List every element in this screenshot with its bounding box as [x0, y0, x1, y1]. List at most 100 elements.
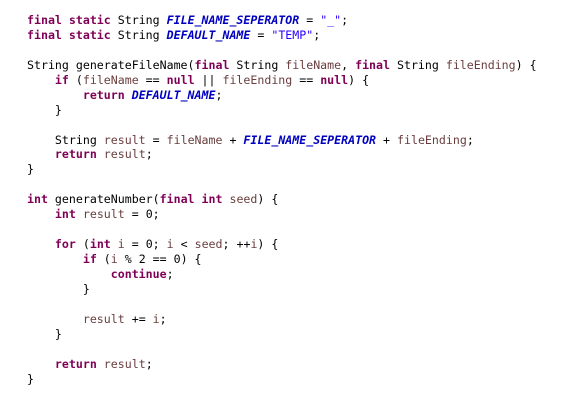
keyword-token: if	[54, 72, 69, 87]
keyword-token: final	[159, 192, 195, 207]
keyword-token: static	[68, 27, 111, 42]
code-line: }	[27, 327, 562, 342]
code-line: result += i;	[27, 312, 562, 327]
code-text	[27, 237, 55, 251]
code-line: final static String FILE_NAME_SEPERATOR …	[27, 13, 562, 28]
code-text	[27, 267, 111, 281]
keyword-token: int	[89, 237, 111, 252]
code-text: }	[27, 371, 34, 386]
code-text	[27, 88, 83, 102]
keyword-token: if	[82, 252, 97, 266]
code-text	[76, 207, 83, 221]
code-line: return DEFAULT_NAME;	[27, 88, 562, 103]
code-text: =	[145, 132, 167, 147]
variable-token: seed	[229, 192, 258, 207]
variable-token: seed	[194, 237, 223, 252]
code-text: ;	[159, 311, 167, 326]
string-literal-token: "TEMP"	[271, 27, 314, 42]
code-text: +	[222, 132, 244, 147]
keyword-token: final	[27, 13, 62, 27]
variable-token: fileName	[285, 57, 342, 72]
constant-token: FILE_NAME_SEPERATOR	[243, 132, 377, 147]
code-text	[27, 252, 83, 266]
code-line: return result;	[27, 147, 562, 162]
code-text: ;	[341, 13, 349, 27]
code-line: String result = fileName + FILE_NAME_SEP…	[27, 133, 562, 148]
code-text: (	[68, 72, 83, 87]
code-line	[27, 342, 562, 357]
keyword-token: static	[68, 13, 111, 27]
code-text: ) {	[257, 237, 279, 252]
code-text	[111, 237, 118, 251]
code-line: }	[27, 282, 562, 297]
code-text: ) {	[348, 72, 370, 87]
code-text: String	[110, 13, 167, 27]
variable-token: i	[110, 252, 118, 266]
code-line: String generateFileName(final String fil…	[27, 58, 562, 73]
variable-token: i	[117, 237, 125, 252]
keyword-token: int	[54, 207, 76, 222]
code-text: ,	[341, 57, 356, 72]
code-line: if (i % 2 == 0) {	[27, 252, 562, 267]
code-line	[27, 297, 562, 312]
constant-token: FILE_NAME_SEPERATOR	[166, 13, 300, 27]
code-text: ;	[313, 27, 321, 42]
variable-token: i	[166, 237, 174, 252]
code-text: }	[27, 281, 90, 296]
code-text: <	[173, 237, 195, 252]
string-literal-token: "_"	[320, 13, 342, 27]
variable-token: i	[152, 311, 160, 326]
code-line: }	[27, 372, 562, 387]
code-line: }	[27, 103, 562, 118]
code-line	[27, 43, 562, 58]
variable-token: result	[82, 311, 125, 326]
code-text: }	[27, 162, 34, 177]
code-text: }	[27, 326, 62, 341]
keyword-token: final	[194, 57, 230, 72]
keyword-token: null	[320, 72, 349, 87]
constant-token: DEFAULT_NAME	[131, 87, 216, 102]
code-line	[27, 222, 562, 237]
code-line: final static String DEFAULT_NAME = "TEMP…	[27, 28, 562, 43]
code-text: ;	[466, 132, 474, 147]
code-text: String	[390, 57, 446, 72]
code-text: ==	[292, 72, 321, 87]
code-text: =	[299, 13, 321, 27]
code-text	[27, 357, 55, 371]
variable-token: result	[103, 147, 146, 162]
keyword-token: return	[54, 147, 97, 162]
code-text: (	[75, 237, 90, 252]
code-line	[27, 118, 562, 133]
code-line: int result = 0;	[27, 207, 562, 222]
code-editor[interactable]: final static String FILE_NAME_SEPERATOR …	[27, 13, 562, 409]
variable-token: fileEnding	[445, 57, 516, 72]
code-text	[125, 88, 132, 102]
variable-token: fileName	[82, 72, 139, 87]
code-text	[27, 73, 55, 87]
code-text	[27, 147, 55, 161]
keyword-token: int	[27, 192, 48, 207]
keyword-token: return	[54, 356, 97, 371]
code-text: String	[229, 57, 286, 72]
code-text: ) {	[257, 192, 279, 207]
code-line: continue;	[27, 267, 562, 282]
variable-token: result	[103, 356, 146, 371]
code-text: =	[250, 27, 272, 42]
code-text	[195, 192, 202, 206]
code-text: = 0;	[124, 237, 167, 252]
code-text: ;	[145, 147, 153, 162]
code-text: ||	[194, 72, 223, 87]
code-text: (	[96, 252, 111, 266]
code-text: ;	[166, 266, 174, 281]
keyword-token: int	[201, 192, 223, 207]
code-text	[97, 357, 104, 371]
code-line: int generateNumber(final int seed) {	[27, 192, 562, 207]
code-text	[62, 28, 69, 42]
code-text: +=	[124, 311, 153, 326]
code-text: ==	[138, 72, 167, 87]
keyword-token: final	[355, 57, 390, 72]
code-text: ) {	[515, 57, 537, 72]
code-text: ;	[215, 87, 223, 102]
code-text	[27, 207, 55, 221]
variable-token: i	[250, 237, 258, 252]
